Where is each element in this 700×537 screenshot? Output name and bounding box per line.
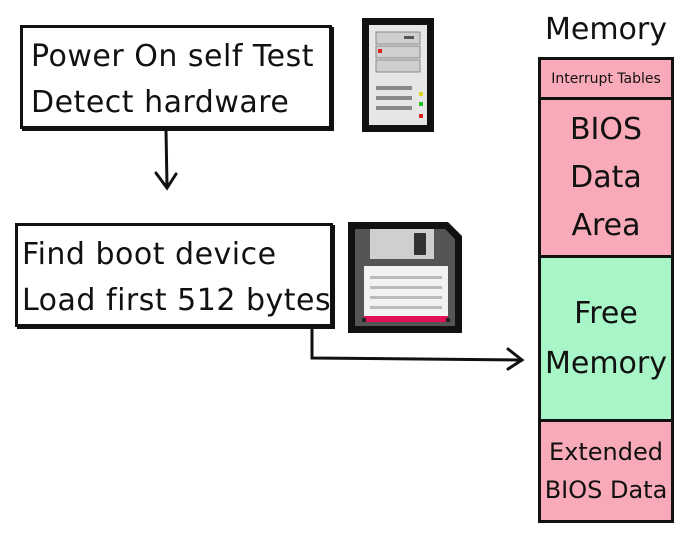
memory-segment-label: Interrupt Tables — [551, 70, 661, 87]
arrow-post-to-boot — [154, 128, 178, 191]
memory-segment-free-memory: Free Memory — [541, 258, 671, 422]
post-step-box: Power On self Test Detect hardware — [20, 25, 332, 129]
boot-step-box: Find boot device Load first 512 bytes — [15, 223, 333, 327]
memory-segment-label: Extended BIOS Data — [544, 438, 668, 504]
boot-step-line-1: Find boot device — [22, 237, 277, 272]
floppy-disk-icon — [348, 222, 462, 333]
post-step-line-2: Detect hardware — [31, 85, 290, 120]
memory-segment-label: BIOS Data Area — [569, 111, 643, 243]
memory-segment-bios-data-area: BIOS Data Area — [541, 100, 671, 258]
arrow-boot-to-memory — [310, 325, 525, 371]
computer-tower-icon — [362, 18, 434, 132]
memory-title: Memory — [544, 12, 667, 47]
memory-segment-extended-bios-data: Extended BIOS Data — [541, 422, 671, 520]
memory-segment-interrupt-tables: Interrupt Tables — [541, 60, 671, 100]
boot-step-line-2: Load first 512 bytes — [22, 283, 332, 318]
memory-map: Interrupt Tables BIOS Data Area Free Mem… — [538, 57, 674, 523]
post-step-line-1: Power On self Test — [31, 39, 314, 74]
memory-segment-label: Free Memory — [544, 295, 667, 381]
